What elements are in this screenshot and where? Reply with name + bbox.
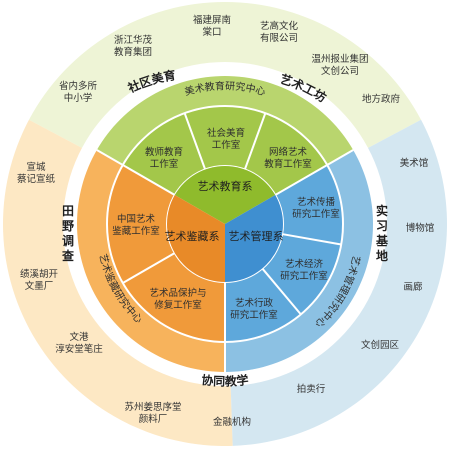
partner-xuancheng-line2: 蔡记宣纸 bbox=[17, 173, 56, 185]
band-internship-char2: 习 bbox=[376, 219, 388, 233]
studio-social-aesthetic-line1: 社会美育 bbox=[207, 127, 245, 139]
studio-communication-line2: 研究工作室 bbox=[292, 208, 340, 220]
partner-wengang-line1: 文港 bbox=[69, 331, 89, 343]
band-internship-char4: 地 bbox=[376, 248, 388, 263]
core-sector-management bbox=[225, 195, 283, 282]
partner-wenzhou-line2: 文创公司 bbox=[321, 65, 359, 77]
partner-zhejiang-line1: 浙江华茂 bbox=[114, 34, 153, 46]
partner-meishuguan: 美术馆 bbox=[400, 157, 429, 169]
band-fieldwork-char4: 查 bbox=[61, 248, 75, 263]
studio-network-art-line1: 网络艺术 bbox=[269, 146, 308, 158]
core-appreciation-label: 艺术鉴藏系 bbox=[165, 230, 220, 243]
partner-shengnei-line1: 省内多所 bbox=[59, 80, 98, 92]
partner-shengnei-line2: 中小学 bbox=[64, 92, 93, 104]
core-education-label: 艺术教育系 bbox=[198, 179, 253, 193]
studio-teacher-education-line2: 工作室 bbox=[150, 158, 179, 170]
studio-communication-line1: 艺术传播 bbox=[297, 196, 336, 208]
studio-economics-line2: 研究工作室 bbox=[280, 270, 328, 282]
partner-fujian-line1: 福建屏南 bbox=[193, 14, 231, 26]
partner-wenchuang: 文创园区 bbox=[361, 339, 400, 351]
studio-administration-line2: 研究工作室 bbox=[230, 309, 278, 321]
band-cooperative: 协同教学 bbox=[201, 372, 250, 389]
partner-yigao-line1: 艺高文化 bbox=[260, 20, 299, 32]
core-sector-appreciation bbox=[167, 195, 225, 282]
band-fieldwork: 田 野 调 查 bbox=[61, 204, 75, 263]
partner-zhejiang-line2: 教育集团 bbox=[114, 46, 152, 58]
partner-suzhou-line2: 颜料厂 bbox=[139, 413, 168, 425]
studio-conservation-line1: 艺术品保护与 bbox=[149, 287, 206, 299]
partner-jinrong: 金融机构 bbox=[213, 416, 251, 428]
divider-line bbox=[261, 267, 302, 316]
divider-line bbox=[281, 233, 342, 246]
partner-jixi-line1: 绩溪胡开 bbox=[20, 268, 59, 280]
partner-bowuguan: 博物馆 bbox=[406, 222, 435, 234]
band-fieldwork-char3: 调 bbox=[62, 234, 74, 248]
partner-yigao-line2: 有限公司 bbox=[260, 32, 298, 44]
band-fieldwork-char1: 田 bbox=[62, 204, 74, 218]
band-internship-char1: 实 bbox=[376, 203, 388, 218]
partner-fujian-line2: 棠口 bbox=[202, 26, 221, 38]
core-management-label: 艺术管理系 bbox=[229, 229, 284, 243]
partner-hualang: 画廊 bbox=[403, 281, 423, 293]
studio-chinese-art-line2: 鉴藏工作室 bbox=[112, 225, 160, 237]
partner-wengang-line2: 淳安堂笔庄 bbox=[55, 343, 103, 355]
studio-network-art-line2: 教育工作室 bbox=[264, 158, 312, 170]
partner-wenzhou-line1: 温州报业集团 bbox=[311, 53, 368, 65]
studio-economics-line1: 艺术经济 bbox=[285, 258, 324, 270]
studio-chinese-art-line1: 中国艺术 bbox=[117, 213, 156, 225]
band-internship: 实 习 基 地 bbox=[375, 203, 389, 263]
partner-difang: 地方政府 bbox=[362, 93, 401, 105]
divider-line bbox=[122, 252, 176, 284]
partner-xuancheng-line1: 宣城 bbox=[26, 161, 46, 173]
studio-conservation-line2: 修复工作室 bbox=[154, 299, 202, 311]
band-internship-char3: 基 bbox=[375, 233, 389, 248]
studio-administration-line1: 艺术行政 bbox=[235, 297, 274, 309]
band-fieldwork-char2: 野 bbox=[62, 219, 74, 233]
studio-social-aesthetic-line2: 工作室 bbox=[212, 139, 241, 151]
partner-paimai: 拍卖行 bbox=[297, 383, 326, 395]
divider-line bbox=[183, 112, 207, 170]
studio-teacher-education-line1: 教师教育 bbox=[145, 146, 183, 158]
partner-jixi-line2: 文墨厂 bbox=[25, 280, 54, 292]
divider-line bbox=[243, 112, 267, 170]
partner-suzhou-line1: 苏州姜思序堂 bbox=[124, 401, 181, 413]
inner-outline bbox=[106, 105, 344, 343]
